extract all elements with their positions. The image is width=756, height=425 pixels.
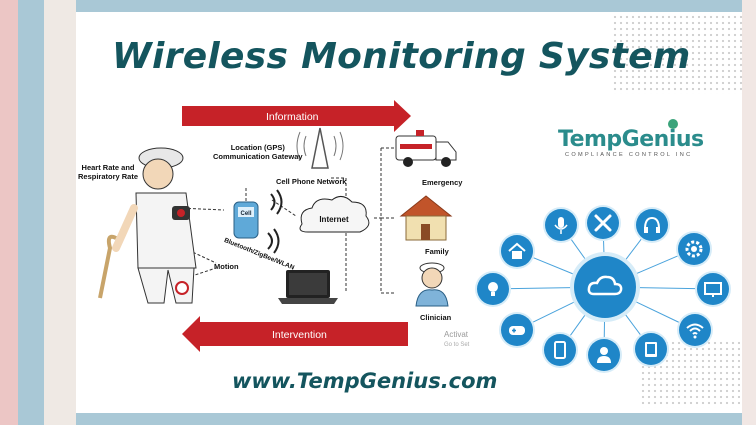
gamepad-icon xyxy=(501,314,533,346)
hub-connector xyxy=(533,257,574,275)
phone-icon xyxy=(544,334,576,366)
cell-tower-icon xyxy=(296,127,344,169)
lightbulb-icon xyxy=(477,273,509,305)
logo-tagline: COMPLIANCE CONTROL INC xyxy=(565,152,693,158)
microphone-icon xyxy=(545,209,577,241)
cell-network-label: Cell Phone Network xyxy=(276,177,347,186)
user-icon xyxy=(588,339,620,371)
family-label: Family xyxy=(425,247,449,256)
heart-rate-label: Heart Rate and Respiratory Rate xyxy=(78,163,139,181)
headphones-icon xyxy=(636,209,668,241)
ambulance-icon xyxy=(395,130,457,167)
stripe-blue-left xyxy=(18,0,44,425)
hub-connector xyxy=(570,314,586,336)
hub-connector xyxy=(636,255,678,275)
gear-icon xyxy=(678,233,710,265)
internet-label: Internet xyxy=(319,215,349,224)
stripe-pink-left-2 xyxy=(44,0,76,425)
cell-phone-icon: Cell xyxy=(233,201,259,239)
hub-connector xyxy=(638,287,696,290)
dot-pattern-top xyxy=(612,14,742,94)
wifi-icon xyxy=(679,314,711,346)
gps-gateway-label: Location (GPS) Communication Gateway xyxy=(213,143,303,161)
monitoring-diagram: Information Intervention xyxy=(98,100,457,352)
page-title: Wireless Monitoring System xyxy=(112,36,691,77)
motion-label: Motion xyxy=(214,262,239,271)
tempgenius-logo: TempGenius xyxy=(558,127,704,152)
activation-watermark: Activat xyxy=(444,330,469,339)
intervention-arrow: Intervention xyxy=(182,316,408,352)
hub-connector xyxy=(625,239,642,261)
clinician-icon xyxy=(415,262,449,307)
patient-figure xyxy=(98,147,197,304)
hub-connector xyxy=(532,301,575,323)
stripe-right xyxy=(742,0,756,425)
activation-watermark-sub: Go to Set xyxy=(444,342,470,348)
hub-connector xyxy=(635,301,679,323)
website-url: www.TempGenius.com xyxy=(232,369,498,393)
intervention-arrow-label: Intervention xyxy=(272,329,327,341)
emergency-label: Emergency xyxy=(422,178,463,187)
stripe-pink-left xyxy=(0,0,18,425)
tablet-icon xyxy=(635,333,667,365)
hub-connector xyxy=(571,239,586,260)
house-icon xyxy=(399,195,453,241)
monitor-icon xyxy=(697,273,729,305)
hub-connector xyxy=(510,287,572,290)
internet-cloud-icon: Internet xyxy=(299,196,370,233)
laptop-icon xyxy=(278,270,338,304)
iot-hub-connectors xyxy=(510,239,696,338)
information-arrow: Information xyxy=(182,100,411,132)
cell-label: Cell xyxy=(240,211,251,217)
tools-icon xyxy=(587,207,619,239)
clinician-label: Clinician xyxy=(420,313,452,322)
hub-connector xyxy=(624,314,641,335)
bottom-bar xyxy=(76,413,756,425)
home-icon xyxy=(501,235,533,267)
cloud-icon xyxy=(587,275,623,296)
information-arrow-label: Information xyxy=(266,111,319,123)
logo-thermometer-icon xyxy=(668,119,678,129)
cloud-hub xyxy=(574,256,636,318)
top-bar xyxy=(76,0,756,12)
